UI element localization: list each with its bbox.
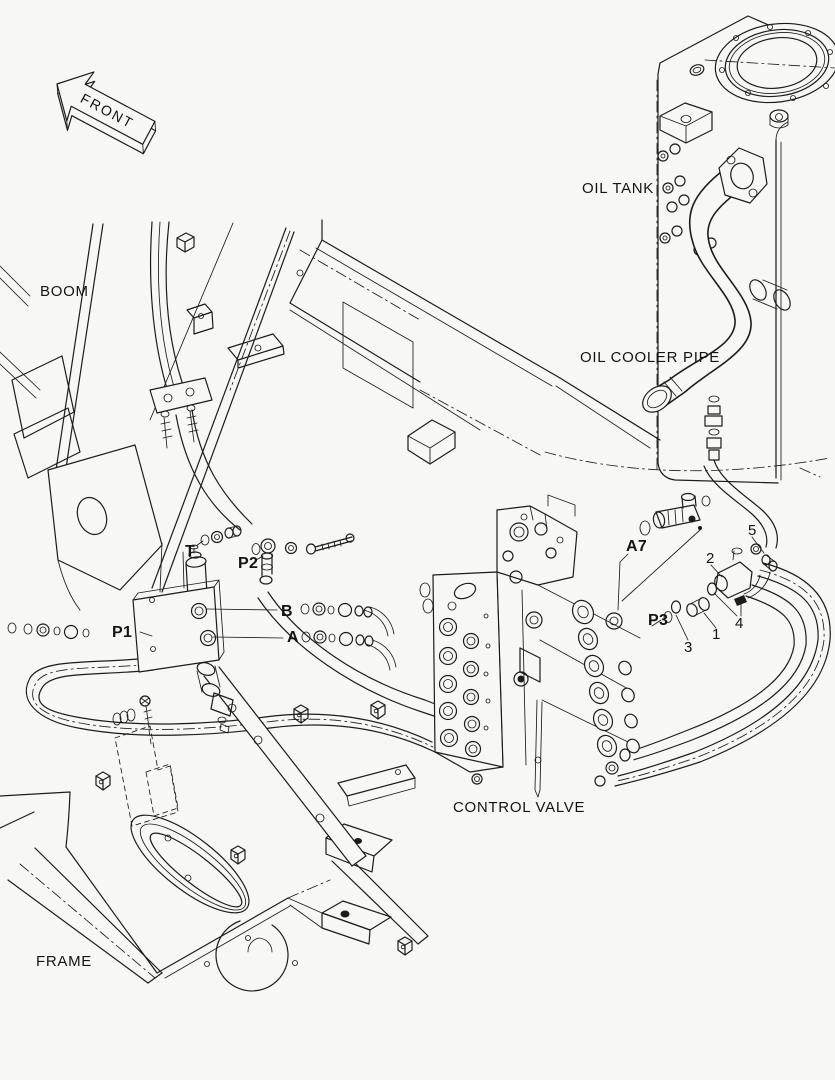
clamp-bolts <box>160 404 199 449</box>
label-port-b: B <box>281 603 293 620</box>
frame-structure <box>0 700 429 992</box>
label-item-1: 1 <box>712 626 720 643</box>
front-direction-arrow-icon: FRONT <box>56 71 157 155</box>
labels: BOOM OIL TANK OIL COOLER PIPE CONTROL VA… <box>36 180 756 970</box>
exploded-fittings <box>639 492 778 623</box>
label-item-4: 4 <box>735 615 743 632</box>
valve-spool-caps <box>537 584 641 758</box>
valve-ports-left <box>438 613 491 758</box>
cooler-pipe-fittings <box>704 395 723 461</box>
control-valve <box>419 494 641 798</box>
label-port-a: A <box>287 629 299 646</box>
pilot-check-valve-block <box>112 542 234 827</box>
label-port-p2: P2 <box>238 555 258 572</box>
upper-frame-platform <box>176 219 661 465</box>
label-frame: FRAME <box>36 953 92 970</box>
return-hose-loops <box>544 451 831 787</box>
label-boom: BOOM <box>40 283 89 300</box>
fitting-rows <box>7 525 397 671</box>
oil-cooler-pipe <box>642 147 791 549</box>
boom-pipes-and-clamp <box>149 221 253 531</box>
label-port-a7: A7 <box>626 538 647 555</box>
label-oil-tank: OIL TANK <box>582 180 654 197</box>
leader-lines <box>139 529 765 641</box>
label-control-valve: CONTROL VALVE <box>453 799 585 816</box>
label-item-2: 2 <box>706 550 714 567</box>
label-oil-cooler-pipe: OIL COOLER PIPE <box>580 349 720 366</box>
label-port-t: T <box>185 543 195 560</box>
label-port-p3: P3 <box>648 612 668 629</box>
label-port-p1: P1 <box>112 624 132 641</box>
label-item-5: 5 <box>748 522 756 539</box>
support-arm <box>203 666 367 867</box>
oil-tank <box>656 15 835 484</box>
label-item-3: 3 <box>684 639 692 656</box>
boom-structure <box>0 222 295 611</box>
frame-cube-glyphs <box>95 700 413 956</box>
flange-bolt-holes <box>719 24 833 101</box>
